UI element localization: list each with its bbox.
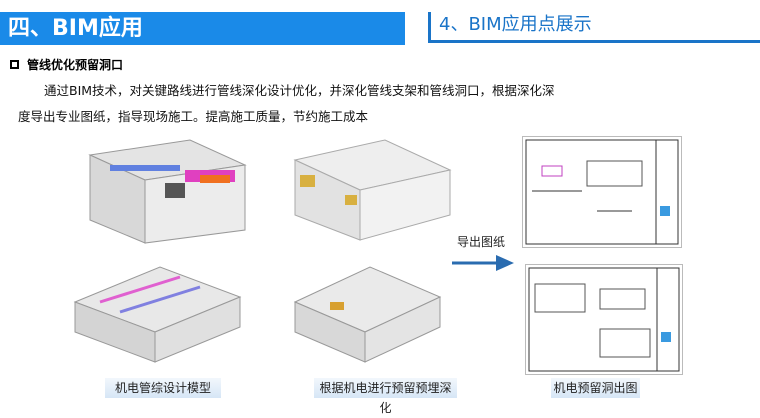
arrow-label: 导出图纸: [457, 235, 506, 249]
paragraph-line-1: 通过BIM技术，对关键路线进行管线深化设计优化，并深化管线支架和管线洞口，根据深…: [44, 83, 555, 98]
page-subtitle: 4、BIM应用点展示: [428, 12, 760, 43]
square-bullet-icon: [10, 60, 19, 69]
caption-embedded-deepening: 根据机电进行预留预埋深化: [314, 378, 457, 415]
section-title: 管线优化预留洞口: [27, 58, 124, 72]
caption-opening-drawings: 机电预留洞出图: [551, 378, 640, 398]
page-header: 四、BIM应用: [0, 12, 405, 45]
caption-mep-model: 机电管综设计模型: [105, 378, 221, 398]
embedded-model-image-top: [293, 139, 452, 241]
drawing-sheet-top: [522, 136, 682, 248]
paragraph-line-2: 度导出专业图纸，指导现场施工。提高施工质量，节约施工成本: [18, 109, 369, 124]
section-heading: 管线优化预留洞口: [10, 56, 123, 73]
embedded-model-image-bottom: [293, 266, 442, 363]
mep-model-image-bottom: [73, 266, 242, 363]
right-arrow-icon: [452, 255, 514, 271]
mep-model-image-top: [88, 139, 247, 244]
drawing-sheet-bottom: [525, 264, 683, 375]
